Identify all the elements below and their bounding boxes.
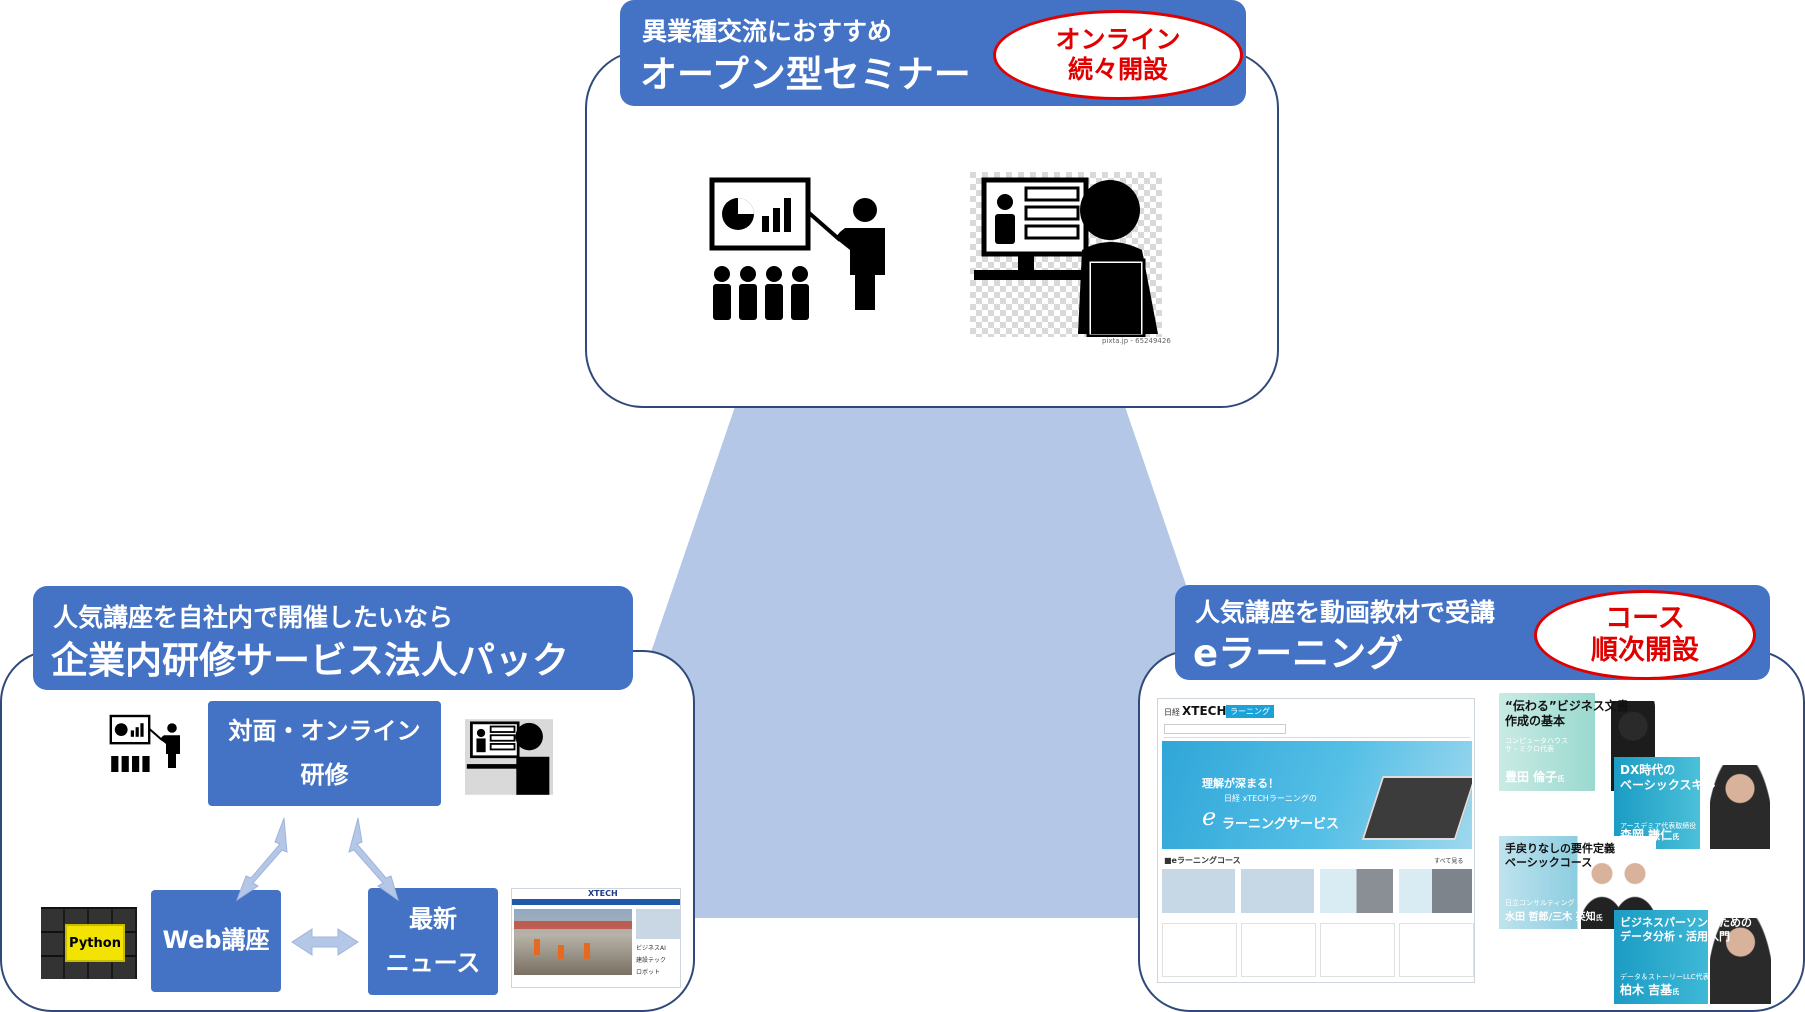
corporate-subtitle: 人気講座を自社内で開催したいなら <box>53 603 454 632</box>
elearning-subtitle: 人気講座を動画教材で受講 <box>1195 598 1496 627</box>
online-learner-icon <box>970 172 1162 337</box>
python-keyboard-image: Python <box>41 907 137 979</box>
seminar-title: オープン型セミナー <box>640 53 971 96</box>
course-title-1: “伝わる”ビジネス文書 作成の基本 <box>1505 699 1629 728</box>
course-org-1: コンピュータハウス サ・ミクロ代表 <box>1505 737 1568 754</box>
site-brand-prefix: 日経 <box>1164 708 1180 717</box>
site-course-thumb-2[interactable] <box>1241 869 1314 913</box>
course-instructor-3: 水田 哲郎/三木 英知氏 <box>1505 912 1603 923</box>
pixta-watermark: pixta.jp - 65249426 <box>1102 337 1171 345</box>
site-hero-line2: 日経 xTECHラーニングの <box>1224 794 1317 803</box>
elearning-badge-line1: コース <box>1605 602 1685 634</box>
course-card-4[interactable]: ビジネスパーソンのための データ分析・活用入門 データ＆ストーリーLLC代表 柏… <box>1614 910 1771 1004</box>
python-label: Python <box>69 935 121 951</box>
news-box[interactable]: 最新 ニュース <box>368 888 498 995</box>
training-box-line1: 対面・オンライン <box>228 717 421 746</box>
site-hero-e: e <box>1202 803 1217 831</box>
site-course-thumb-1[interactable] <box>1162 869 1235 913</box>
news-side-item-2: 建設テック <box>636 957 667 964</box>
course-instructor-1: 豊田 倫子氏 <box>1505 770 1565 784</box>
site-course-thumb-4[interactable] <box>1399 869 1472 913</box>
web-course-box[interactable]: Web講座 <box>151 890 281 992</box>
online-learner-icon-small <box>465 719 553 795</box>
instructor-photo-2 <box>1710 765 1770 849</box>
site-brand: XTECH <box>1182 704 1227 718</box>
elearning-badge: コース 順次開設 <box>1534 590 1756 680</box>
site-see-all[interactable]: すべて見る <box>1434 858 1464 865</box>
news-box-line2: ニュース <box>385 948 481 977</box>
seminar-badge-line1: オンライン <box>1055 25 1181 54</box>
news-box-line1: 最新 <box>409 905 457 934</box>
news-site-screenshot: XTECH ビジネスAI 建設テック ロボット <box>511 888 681 988</box>
course-title-3: 手戻りなしの要件定義 ベーシックコース <box>1505 842 1615 869</box>
seminar-badge-line2: 続々開設 <box>1067 55 1168 84</box>
seminar-badge: オンライン 続々開設 <box>993 10 1243 100</box>
elearning-site-screenshot: 日経 XTECH ラーニング 理解が深まる！ 日経 xTECHラーニングの e … <box>1157 698 1475 983</box>
python-key: Python <box>65 924 125 962</box>
course-org-2: アースデミア代表取締役 <box>1620 822 1697 830</box>
seminar-panel <box>585 50 1279 408</box>
course-card-2[interactable]: DX時代の ベーシックスキル アースデミア代表取締役 森岡 謙仁氏 <box>1614 757 1770 849</box>
corporate-title: 企業内研修サービス法人パック <box>51 639 569 682</box>
site-section-label: ■eラーニングコース <box>1164 856 1241 865</box>
course-instructor-4: 柏木 吉基氏 <box>1620 983 1680 997</box>
site-search-bar[interactable] <box>1164 724 1286 734</box>
elearning-title: eラーニング <box>1193 632 1404 675</box>
web-course-label: Web講座 <box>162 926 270 955</box>
site-brand-tag: ラーニング <box>1226 705 1274 718</box>
site-hero-banner: 理解が深まる！ 日経 xTECHラーニングの e ラーニングサービス <box>1162 741 1472 849</box>
training-box-line2: 研修 <box>300 760 349 789</box>
elearning-badge-line2: 順次開設 <box>1591 635 1699 666</box>
course-org-3: 日立コンサルティング <box>1505 899 1575 907</box>
site-course-thumb-3[interactable] <box>1320 869 1393 913</box>
news-logo: XTECH <box>588 889 618 898</box>
course-org-4: データ＆ストーリーLLC代表 <box>1620 973 1710 981</box>
presenter-icon-small <box>109 714 180 772</box>
site-hero-line3: ラーニングサービス <box>1222 817 1340 832</box>
course-title-2: DX時代の ベーシックスキル <box>1620 763 1716 792</box>
course-title-4: ビジネスパーソンのための データ分析・活用入門 <box>1620 916 1752 943</box>
instructor-photo-4 <box>1710 918 1771 1004</box>
news-side-item-1: ビジネスAI <box>636 945 666 952</box>
site-hero-line1: 理解が深まる！ <box>1202 777 1279 790</box>
news-side-item-3: ロボット <box>636 969 661 976</box>
corporate-header: 人気講座を自社内で開催したいなら 企業内研修サービス法人パック <box>33 586 633 690</box>
seminar-subtitle: 異業種交流におすすめ <box>642 17 893 46</box>
news-photo <box>514 909 632 975</box>
training-box[interactable]: 対面・オンライン 研修 <box>208 701 441 806</box>
presenter-icon <box>709 177 885 320</box>
